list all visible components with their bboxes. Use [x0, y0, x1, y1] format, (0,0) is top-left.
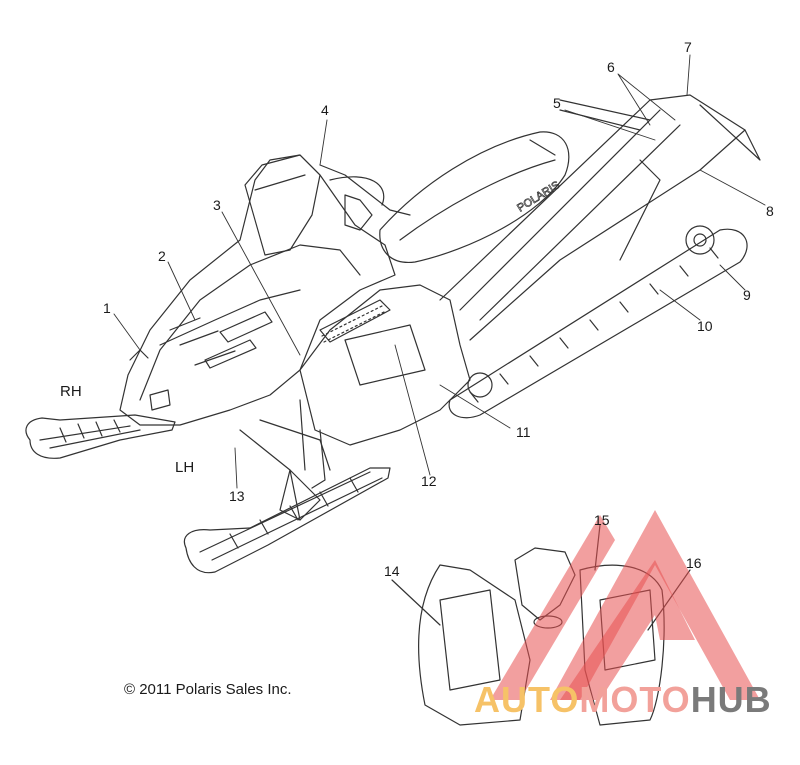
callout-8: 8 [766, 203, 774, 219]
callout-3: 3 [213, 197, 221, 213]
callout-6: 6 [607, 59, 615, 75]
leader-lines [113, 54, 766, 489]
lh-label: LH [175, 459, 195, 476]
watermark-logo [490, 510, 760, 700]
callout-15: 15 [594, 512, 610, 528]
callout-7: 7 [684, 39, 692, 55]
rear-flap [699, 104, 761, 161]
callout-9: 9 [743, 287, 751, 303]
right-ski [25, 414, 176, 459]
watermark-part-auto: AUTO [474, 679, 580, 720]
callout-1: 1 [103, 300, 111, 316]
left-ski [183, 467, 391, 574]
callout-5: 5 [553, 95, 561, 111]
callout-13: 13 [229, 488, 245, 504]
seat [379, 131, 570, 264]
callout-2: 2 [158, 248, 166, 264]
callout-16: 16 [686, 555, 702, 571]
callout-10: 10 [697, 318, 713, 334]
windshield [244, 154, 321, 256]
seat-brand: POLARIS [515, 179, 562, 214]
track [448, 225, 748, 419]
front-suspension [239, 399, 331, 521]
watermark-part-hub: HUB [690, 679, 772, 720]
callout-4: 4 [321, 102, 329, 118]
callout-14: 14 [384, 563, 400, 579]
tunnel [439, 94, 746, 341]
watermark-text: AUTOMOTOHUB [474, 680, 772, 720]
handlebar [319, 164, 411, 231]
copyright-notice: © 2011 Polaris Sales Inc. [124, 681, 292, 698]
rh-label: RH [60, 383, 82, 400]
side-panel [299, 284, 471, 446]
watermark-part-moto: MOTO [579, 679, 691, 720]
callout-11: 11 [516, 424, 531, 440]
callout-12: 12 [421, 473, 437, 489]
hood [119, 154, 396, 426]
